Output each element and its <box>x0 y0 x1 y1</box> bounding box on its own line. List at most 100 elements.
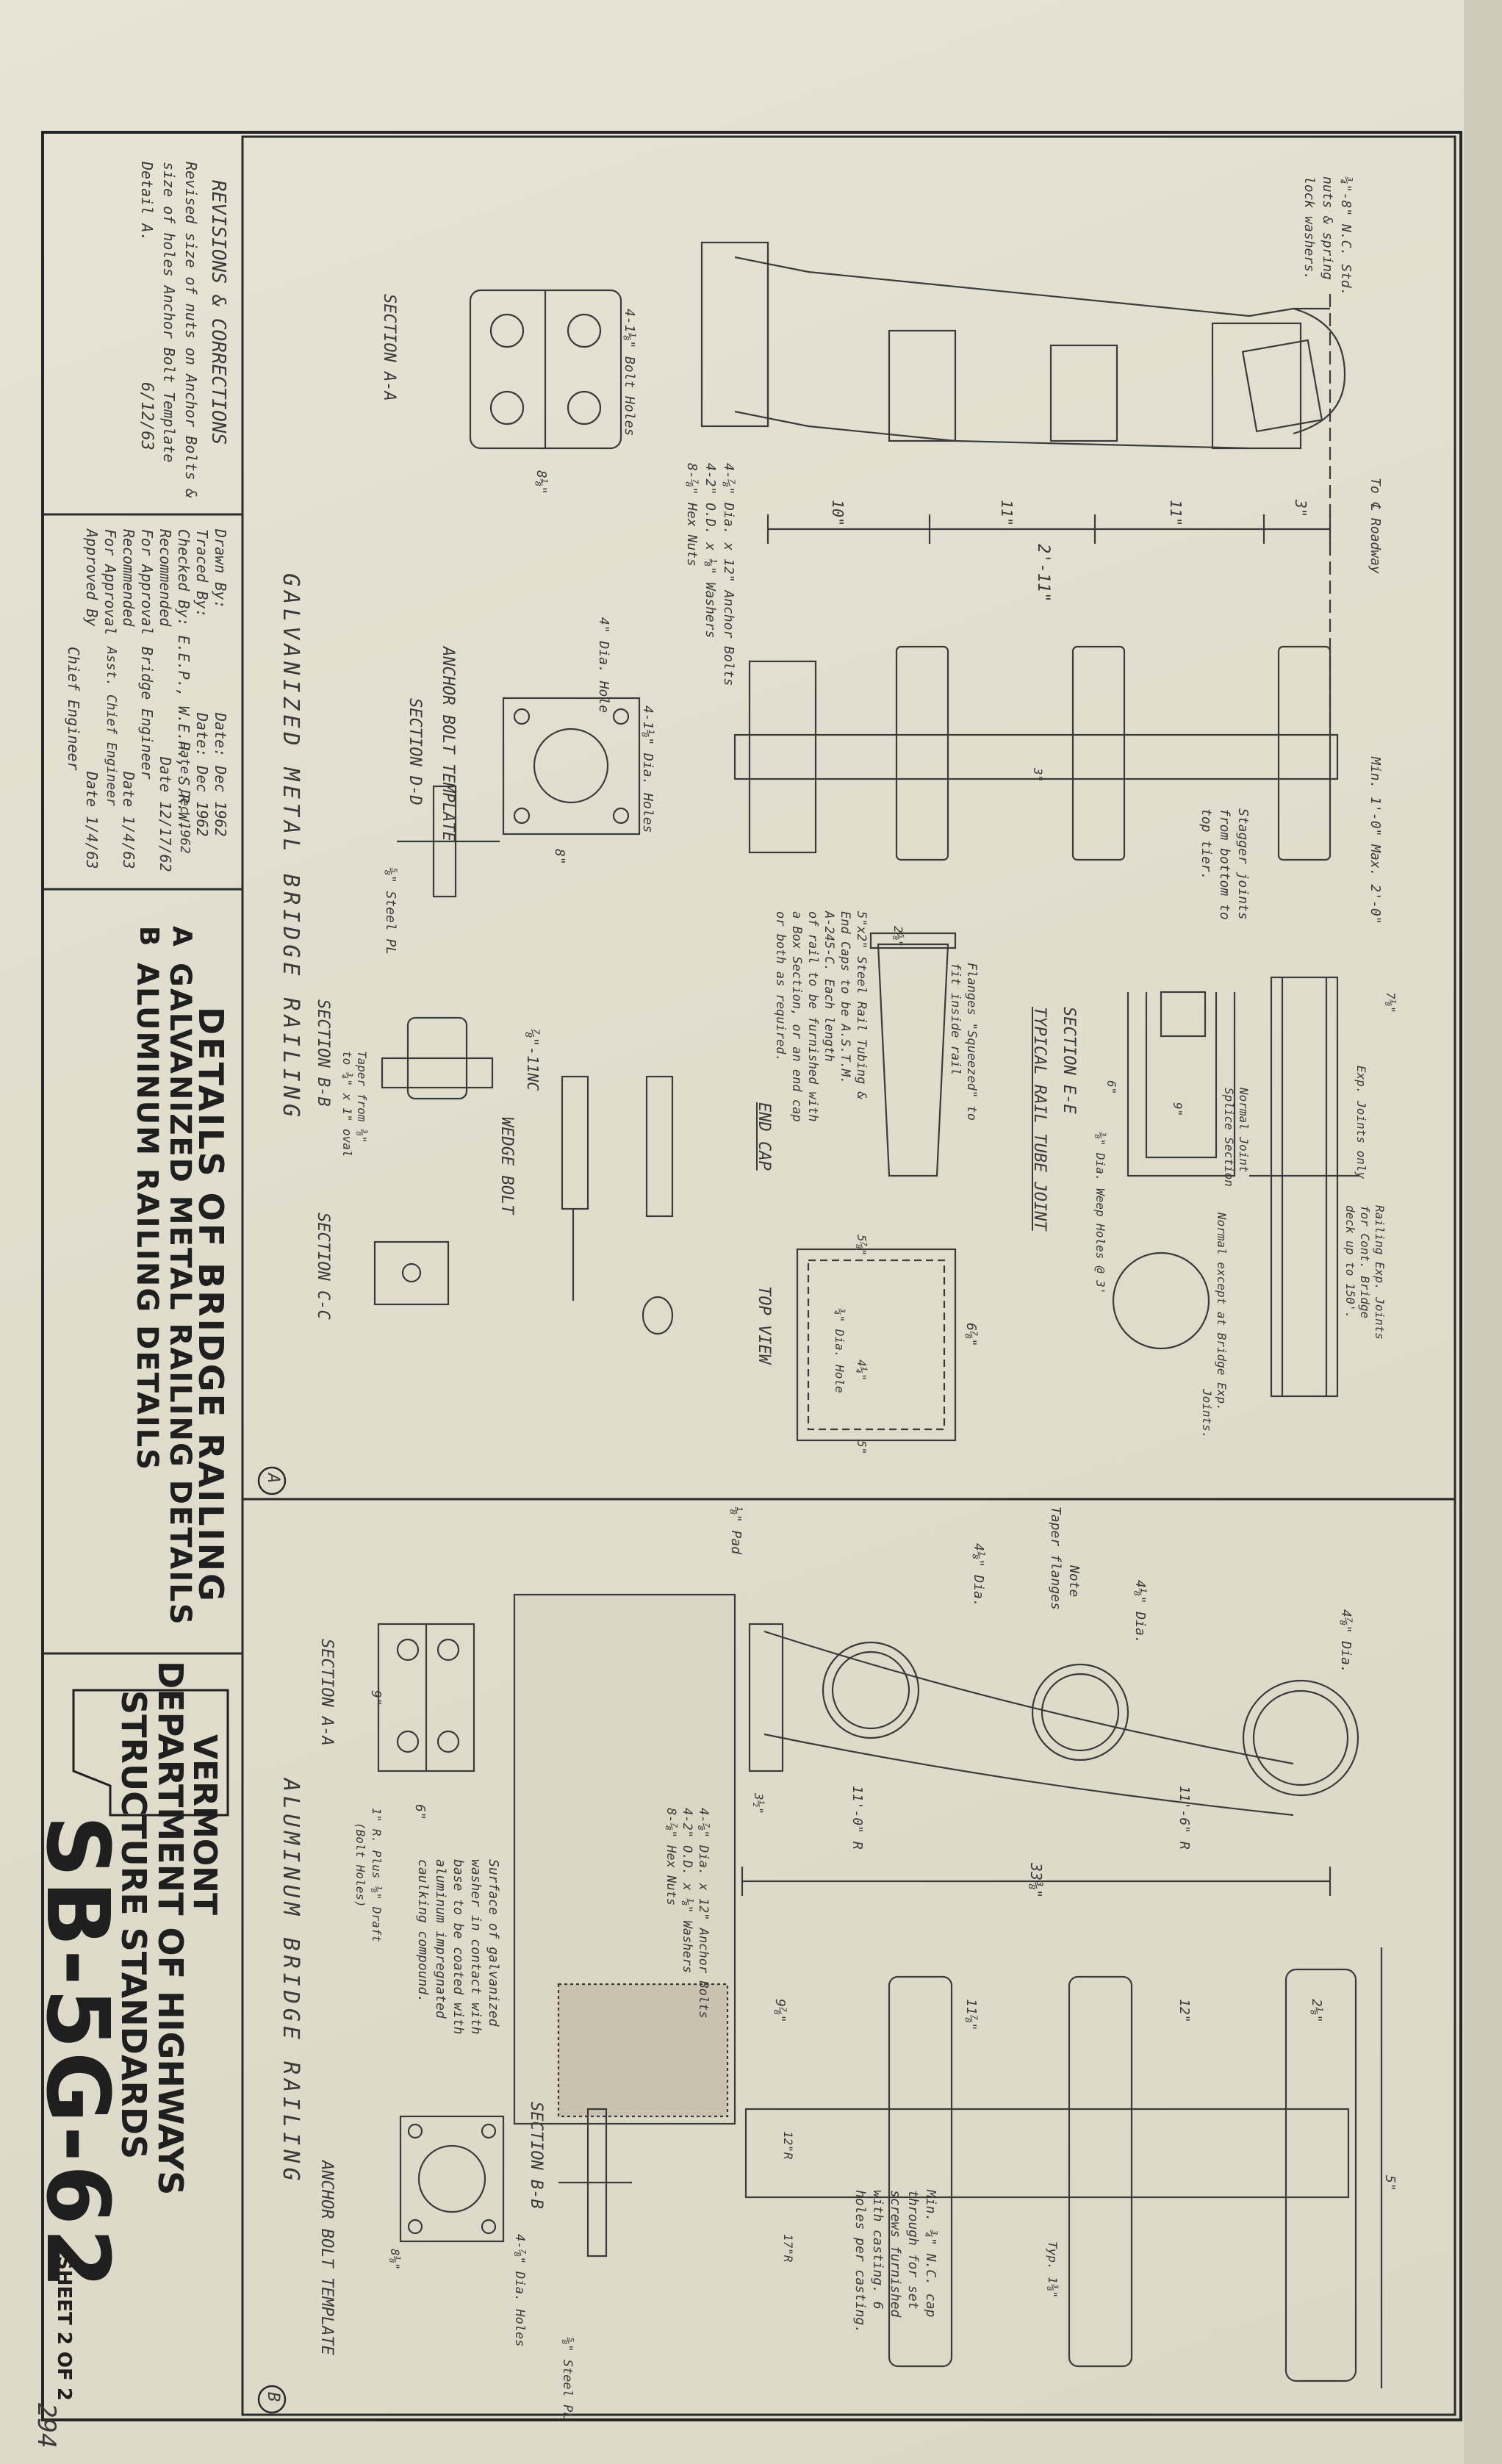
b-screw-4: with casting. 6 <box>870 2190 885 2310</box>
b-anchor-2: 4-2" O.D. x ⅛" Washers <box>680 1808 694 1974</box>
b-note-2: Taper flanges <box>1048 1506 1063 1610</box>
a-min-max: Min. 1'-0" Max. 2'-0" <box>1368 757 1383 924</box>
b-dim-12: 12" <box>1176 1999 1192 2023</box>
b-dim-2-1-8: 2⅛" <box>1309 1999 1324 2023</box>
b-width: 33⅜" <box>1027 1863 1045 1899</box>
panel-a-caption: GALVANIZED METAL BRIDGE RAILING <box>278 573 303 1121</box>
a-section-aa: SECTION A-A <box>380 294 398 401</box>
a-section-ee: SECTION E-E <box>1060 1007 1078 1114</box>
subtitle-aluminum: ALUMINUM RAILING DETAILS <box>130 963 164 1471</box>
a-unc: ⅞"-11NC <box>524 1029 542 1091</box>
a-flanges-2: fit inside rail <box>948 963 963 1076</box>
panel-a-marker: A <box>264 1473 282 1484</box>
a-washers: 4-2" O.D. x ⅛" Washers <box>703 463 718 639</box>
a-roadway: To ℄ Roadway <box>1368 478 1383 574</box>
a-dim-4-1-4: 4¼" <box>855 1359 869 1381</box>
a-dim-10: 10" <box>829 500 847 527</box>
revision-line-3: Detail A. <box>138 162 156 242</box>
b-dim-12r: 12"R <box>781 2131 795 2160</box>
b-dim-8-1-8: 8⅛" <box>388 2249 402 2270</box>
a-stagger-3: top tier. <box>1199 808 1214 880</box>
a-anchor-bolts: 4-⅞" Dia. x 12" Anchor Bolts <box>721 463 736 686</box>
b-dim-9-7-8: 9⅞" <box>772 1999 788 2023</box>
approval-date-1: Date 12/17/62 <box>157 757 174 872</box>
a-dim-3b: 3" <box>1031 768 1045 783</box>
department-title: DEPARTMENT OF HIGHWAYS <box>151 1661 190 2196</box>
page-mark: 294 <box>32 2403 61 2449</box>
a-stagger-1: Stagger joints <box>1235 808 1251 920</box>
panel-b-caption: ALUMINUM BRIDGE RAILING <box>278 1778 303 2185</box>
panel-b-marker: B <box>264 2392 282 2402</box>
b-slot-1: 1" R. Plus ⅛" Draft <box>370 1808 384 1943</box>
a-dim-5-7-8: 5⅞" <box>855 1235 869 1256</box>
traced-date: Date: Dec 1962 <box>193 713 211 837</box>
revision-line-2: size of holes Anchor Bolt Template <box>160 162 178 463</box>
b-dim-5: 5" <box>1382 2175 1398 2191</box>
b-screw-1: Min. ¾" N.C. cap <box>923 2190 938 2318</box>
a-dim-11a: 11" <box>998 500 1016 527</box>
b-anchor-template: ANCHOR BOLT TEMPLATE <box>317 2161 336 2355</box>
b-screw-5: holes per casting. <box>852 2190 868 2334</box>
a-section-cc: SECTION C-C <box>314 1213 332 1320</box>
approval-date-3: Date 1/4/63 <box>83 772 101 869</box>
a-taper-2: to ¾" x 1" oval <box>340 1051 354 1157</box>
b-section-aa: SECTION A-A <box>317 1639 336 1746</box>
a-normal-except-2: Joints. <box>1200 1389 1214 1439</box>
chief-engineer: Chief Engineer <box>65 647 82 771</box>
b-dia-1: 4⅛" Dia. <box>971 1543 986 1607</box>
marker-b-title: B <box>134 926 164 947</box>
b-surface-3: base to be coated with <box>450 1859 466 2035</box>
a-dim-5: 5" <box>855 1440 869 1455</box>
a-steel-pl: ⅝" Steel PL <box>383 867 398 955</box>
a-exp-only: Exp. Joints only <box>1354 1066 1368 1179</box>
a-wedge-bolt: WEDGE BOLT <box>497 1117 516 1215</box>
revisions-title: REVISIONS & CORRECTIONS <box>207 180 229 445</box>
a-dim-3: 3" <box>1292 500 1309 518</box>
a-normal-except-1: Normal except at Bridge Exp. <box>1215 1213 1229 1411</box>
subtitle-galvanized: GALVANIZED METAL RAILING DETAILS <box>163 963 197 1626</box>
a-dim-6: 6" <box>1104 1080 1118 1095</box>
b-dim-9: 9" <box>368 1690 384 1706</box>
for-approval-2: For Approval <box>101 529 119 636</box>
a-splice: Splice Section <box>1222 1088 1236 1187</box>
drawing-number: SB-5G-62 <box>27 1815 129 2292</box>
b-anchor-3: 8-⅞" Hex Nuts <box>664 1808 678 1906</box>
b-dia-3: 4⅞" Dia. <box>1338 1609 1354 1673</box>
a-dim-2-5-8: 2⅝" <box>891 926 905 947</box>
bridge-engineer: Bridge Engineer <box>138 647 156 780</box>
asst-chief-engineer: Asst. Chief Engineer <box>104 647 119 806</box>
recommended-2: Recommended <box>120 529 137 627</box>
a-rail-exp-3: deck up to 150'. <box>1343 1205 1357 1319</box>
approved-by: Approved By <box>83 529 101 627</box>
revision-line-1: Revised size of nuts on Anchor Bolts & <box>182 162 200 498</box>
recommended-1: Recommended <box>157 529 174 627</box>
b-surface-2: washer in contact with <box>468 1859 484 2035</box>
b-dia-holes: 4-⅞" Dia. Holes <box>512 2234 527 2347</box>
a-stagger-2: from bottom to <box>1217 808 1232 920</box>
b-section-bb: SECTION B-B <box>527 2102 545 2209</box>
a-section-dd: SECTION D-D <box>406 698 424 805</box>
a-taper-1: Taper from ⅜" <box>355 1051 369 1143</box>
sheet-number: SHEET 2 OF 2 <box>53 2256 75 2401</box>
a-nut-note-3: lock washers. <box>1301 176 1317 280</box>
a-dia-hole-2: ¾" Dia. Hole <box>833 1308 847 1393</box>
a-dia-hole: 4" Dia. Hole <box>596 617 611 714</box>
a-section-bb: SECTION B-B <box>314 999 332 1107</box>
b-dim-3-1-2: 3½" <box>752 1793 766 1814</box>
a-dim-2-11: 2'-11" <box>1034 544 1052 603</box>
b-dia-2: 4⅛" Dia. <box>1132 1580 1148 1644</box>
traced-by: Traced By: <box>193 529 211 618</box>
b-dim-6: 6" <box>412 1804 428 1820</box>
b-dim-11-7-8: 11⅞" <box>963 1999 979 2031</box>
a-weep: ⅜" Dia. Weep Holes @ 3' <box>1093 1132 1107 1295</box>
a-normal-joint: Normal Joint <box>1237 1088 1251 1173</box>
a-dim-9: 9" <box>1171 1102 1185 1117</box>
a-dim-8: 8" <box>552 849 567 865</box>
a-dim-6-7-8: 6⅞" <box>963 1323 979 1347</box>
a-rail-exp-2: for Cont. Bridge <box>1358 1205 1372 1319</box>
b-radius-2: 11'-6" R <box>1176 1786 1192 1850</box>
a-tubing-5: a Box Section, or an end cap <box>789 911 804 1122</box>
b-dim-17r: 17"R <box>781 2234 795 2263</box>
a-rail-tube-joint: TYPICAL RAIL TUBE JOINT <box>1030 1007 1049 1231</box>
